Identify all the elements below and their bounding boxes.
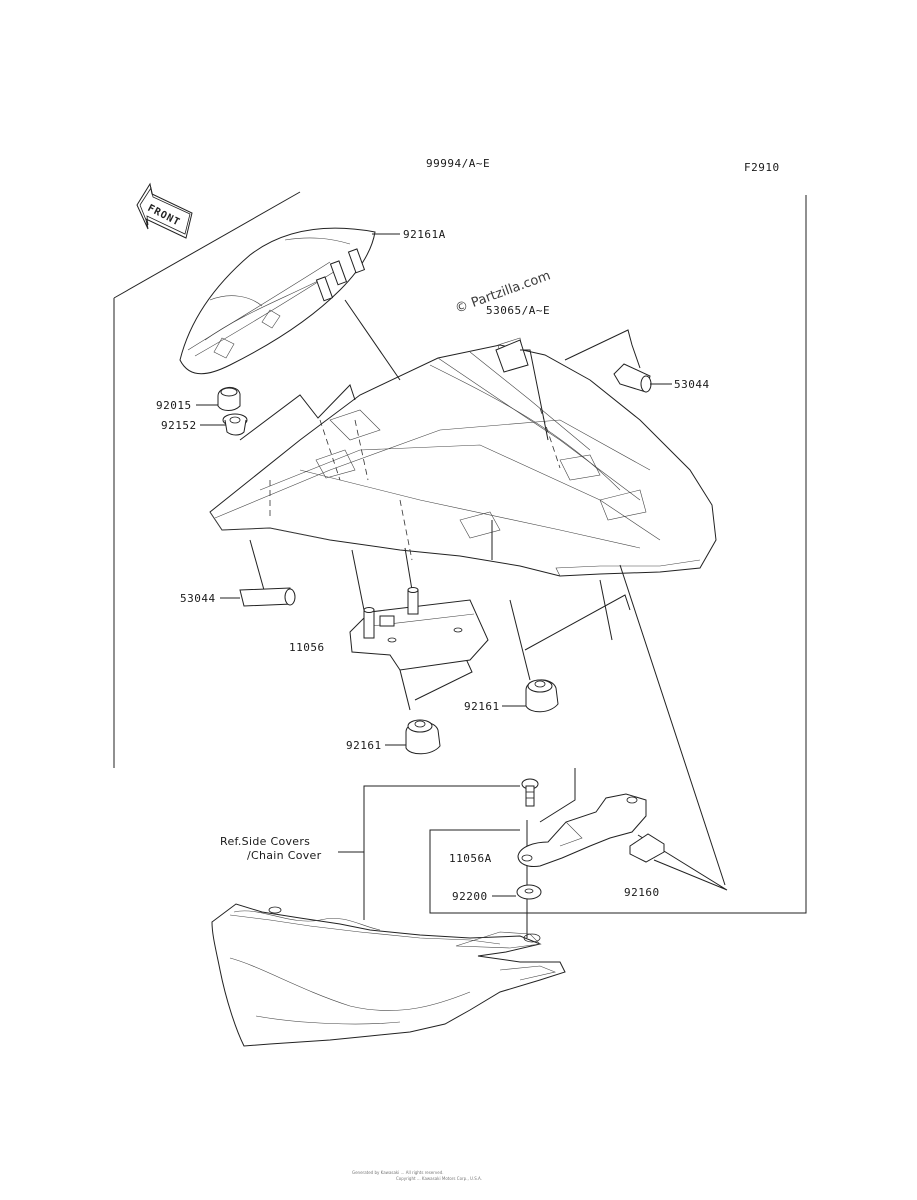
callout-92015: 92015 (156, 399, 192, 412)
seat-cowl-cover-part (179, 227, 376, 375)
trim-clip-53044-left-part (239, 587, 296, 607)
damper-92161-right-part (525, 679, 559, 713)
figure-id: F2910 (744, 161, 780, 174)
ref-note-line1: Ref.Side Covers (220, 835, 310, 848)
callout-92161A: 92161A (403, 228, 446, 241)
pad-92160-part (629, 833, 665, 863)
callout-53065: 53065/A~E (486, 304, 550, 317)
callout-leaders (196, 233, 672, 897)
callout-92152: 92152 (161, 419, 197, 432)
callout-92160: 92160 (624, 886, 660, 899)
trim-clip-53044-right-part (613, 363, 652, 393)
callout-92161-bottom: 92161 (346, 739, 382, 752)
callout-53044-right: 53044 (674, 378, 710, 391)
seat-cowl-body-part (209, 337, 717, 577)
callout-11056A: 11056A (449, 852, 492, 865)
bracket-53065-part (495, 339, 529, 373)
bolt-part (521, 778, 539, 807)
callout-92200: 92200 (452, 890, 488, 903)
callout-99994: 99994/A~E (426, 157, 490, 170)
callout-11056: 11056 (289, 641, 325, 654)
bracket-11056A-part (517, 793, 647, 867)
collar-92152-part (222, 413, 248, 436)
assembly-lines (239, 299, 728, 938)
ref-leader-lines (338, 785, 520, 920)
callout-53044-left: 53044 (180, 592, 216, 605)
callout-92161-right: 92161 (464, 700, 500, 713)
bracket-11056-part (349, 587, 489, 671)
side-cover-part (211, 903, 566, 1047)
grommet-92015-part (217, 387, 241, 411)
callout-labels: 99994/A~E F2910 92161A 53065/A~E 53044 9… (156, 157, 780, 903)
front-arrow-icon: FRONT (136, 182, 193, 239)
ref-note-line2: /Chain Cover (247, 849, 322, 862)
footer-line2: Copyright ... Kawasaki Motors Corp., U.S… (396, 1176, 482, 1181)
damper-92161-bottom-part (405, 719, 441, 755)
footer-line1: Generated by Kawasaki ... All rights res… (352, 1170, 444, 1175)
washer-92200-part (516, 884, 542, 900)
frame-lines (113, 191, 807, 914)
